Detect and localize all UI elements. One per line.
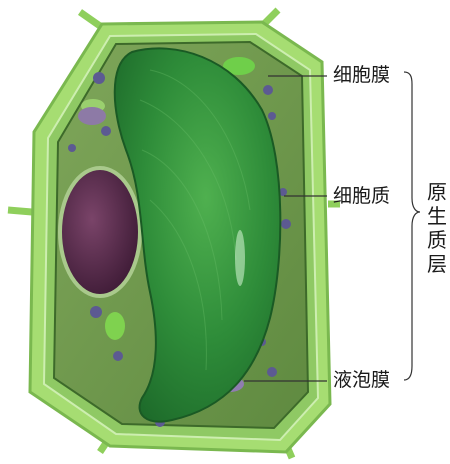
nucleus xyxy=(60,168,140,296)
organelle xyxy=(90,306,102,318)
protoplast-label: 原生质层 xyxy=(426,180,448,276)
chloroplast xyxy=(105,312,125,340)
vacuole-membrane-label: 液泡膜 xyxy=(333,371,390,390)
mitochondrion xyxy=(78,107,106,125)
cell-membrane-label: 细胞膜 xyxy=(333,66,390,85)
vacuole-highlight xyxy=(235,230,245,286)
organelle xyxy=(68,144,76,152)
organelle xyxy=(101,126,111,136)
organelle xyxy=(93,72,105,84)
cytoplasm-label: 细胞质 xyxy=(333,187,390,206)
organelle xyxy=(281,219,291,229)
protoplast-bracket xyxy=(404,72,420,380)
organelle xyxy=(113,351,123,361)
organelle xyxy=(267,367,277,377)
organelle xyxy=(263,85,273,95)
organelle xyxy=(268,112,276,120)
